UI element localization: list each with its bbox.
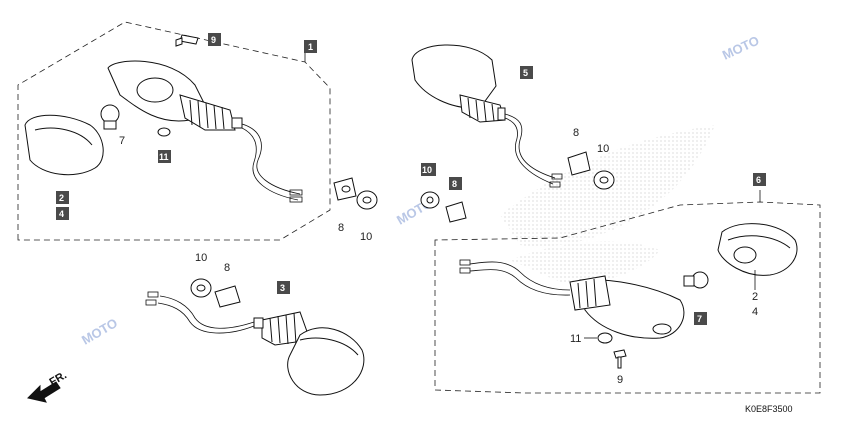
- wire-harness: [241, 123, 301, 195]
- callout-1: 1: [304, 40, 317, 53]
- svg-text:5: 5: [523, 68, 528, 78]
- callout-7: 7: [694, 312, 707, 325]
- turn-signal-front-left: [107, 60, 243, 131]
- label-10-bottom: 10: [195, 252, 207, 264]
- lens-right: [717, 223, 798, 276]
- label-8-upper: 8: [573, 127, 579, 139]
- callout-8: 8: [449, 177, 462, 190]
- turn-signal-rear-left: [253, 311, 365, 396]
- front-direction-arrow: FR.: [27, 369, 69, 403]
- turn-signal-front-right: [569, 275, 685, 339]
- watermark-logo: MOTO: [79, 315, 120, 347]
- svg-text:FR.: FR.: [48, 369, 69, 388]
- nut-10-mid: [356, 190, 378, 210]
- lens-left: [24, 114, 104, 176]
- label-7-left: 7: [119, 135, 125, 147]
- svg-text:1: 1: [308, 42, 313, 52]
- label-8-bottom: 8: [224, 262, 230, 274]
- bracket-8-bottom: [214, 285, 241, 308]
- svg-text:8: 8: [452, 179, 457, 189]
- label-10-upper: 10: [597, 143, 609, 155]
- grommet-11-left: [157, 127, 171, 137]
- label-10-mid: 10: [360, 231, 372, 243]
- svg-text:MOTO: MOTO: [720, 33, 761, 63]
- svg-text:10: 10: [422, 165, 432, 175]
- watermark-logo: MOTO: [720, 33, 761, 63]
- screw-9-right: [613, 349, 627, 369]
- nut-10-upper: [593, 170, 615, 190]
- svg-text:3: 3: [280, 283, 285, 293]
- label-8-mid: 8: [338, 222, 344, 234]
- callout-11: 11: [158, 150, 171, 163]
- turn-signal-rear-right: [411, 44, 506, 123]
- svg-text:2: 2: [59, 193, 64, 203]
- bracket-8-middle: [445, 201, 467, 223]
- label-2-right: 2: [752, 291, 758, 303]
- callout-4: 4: [56, 207, 69, 220]
- nut-10-middle: [420, 191, 440, 209]
- label-4-right: 4: [752, 306, 758, 318]
- label-9-right: 9: [617, 374, 623, 386]
- bracket-8-mid: [333, 177, 357, 201]
- svg-text:MOTO: MOTO: [79, 315, 120, 347]
- svg-text:4: 4: [59, 209, 64, 219]
- bracket-8-upper: [567, 151, 591, 176]
- bulb-right: [683, 271, 709, 289]
- callout-3: 3: [277, 281, 290, 294]
- callout-10: 10: [421, 163, 436, 176]
- svg-text:11: 11: [159, 152, 169, 162]
- group-outline-1: [17, 21, 331, 241]
- label-11-right: 11: [570, 333, 581, 345]
- group-outline-6: [434, 201, 821, 394]
- callout-5: 5: [520, 66, 533, 79]
- nut-10-bottom: [190, 278, 212, 298]
- callout-6: 6: [753, 173, 766, 186]
- svg-text:7: 7: [697, 314, 702, 324]
- background-halftone-2: [510, 241, 660, 283]
- drawing-code: K0E8F3500: [745, 404, 793, 414]
- bulb-left: [100, 104, 120, 130]
- svg-text:6: 6: [756, 175, 761, 185]
- svg-text:9: 9: [211, 35, 216, 45]
- grommet-11-right: [597, 332, 613, 344]
- callout-2: 2: [56, 191, 69, 204]
- callout-9: 9: [208, 33, 221, 46]
- screw-9-top: [175, 34, 199, 47]
